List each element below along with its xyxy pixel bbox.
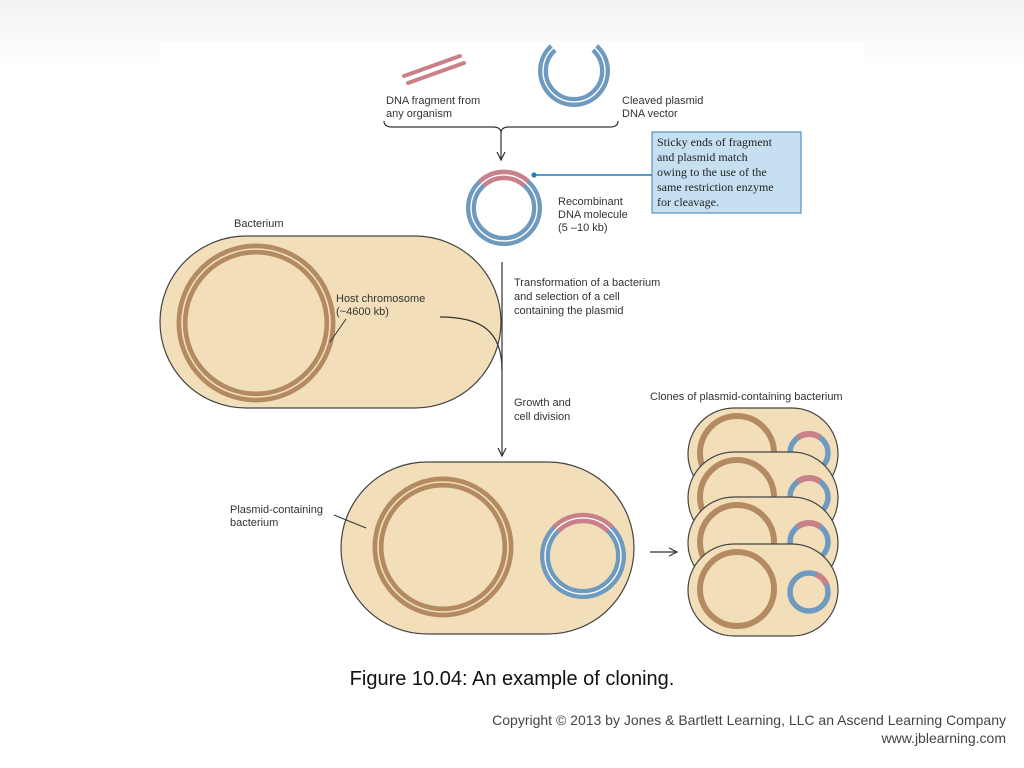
copyright-line: Copyright © 2013 by Jones & Bartlett Lea… <box>492 712 1006 728</box>
plasmid-containing-bacterium <box>340 461 635 635</box>
host-bacterium <box>159 235 502 409</box>
cleaved-plasmid-label: Cleaved plasmid DNA vector <box>622 95 706 120</box>
clones-label: Clones of plasmid-containing bacterium <box>650 391 843 403</box>
publisher-url: www.jblearning.com <box>881 730 1007 746</box>
host-chromosome-leader <box>329 318 347 343</box>
transformation-label: Transformation of a bacterium and select… <box>514 277 663 317</box>
recombinant-plasmid <box>466 169 542 246</box>
merge-bracket <box>383 120 619 160</box>
copyright-notice: Copyright © 2013 by Jones & Bartlett Lea… <box>492 711 1006 747</box>
bacterium-join-line <box>439 316 503 371</box>
dna-fragment-label: DNA fragment from any organism <box>386 95 483 120</box>
host-chromosome-label: Host chromosome (~4600 kb) <box>336 293 428 318</box>
plasmid-containing-label: Plasmid-containing bacterium <box>230 504 326 529</box>
growth-label: Growth and cell division <box>514 397 574 423</box>
recombinant-label: Recombinant DNA molecule (5 –10 kb) <box>558 196 631 234</box>
plasmid-containing-leader <box>333 514 367 529</box>
figure-caption: Figure 10.04: An example of cloning. <box>349 668 675 690</box>
callout-text: Sticky ends of fragment and plasmid matc… <box>657 135 777 209</box>
dna-fragment <box>402 54 466 85</box>
bacterium-label: Bacterium <box>234 218 284 230</box>
cleaved-plasmid <box>538 44 610 107</box>
sticky-ends-callout <box>531 131 802 214</box>
clone-bacterium <box>687 543 839 637</box>
